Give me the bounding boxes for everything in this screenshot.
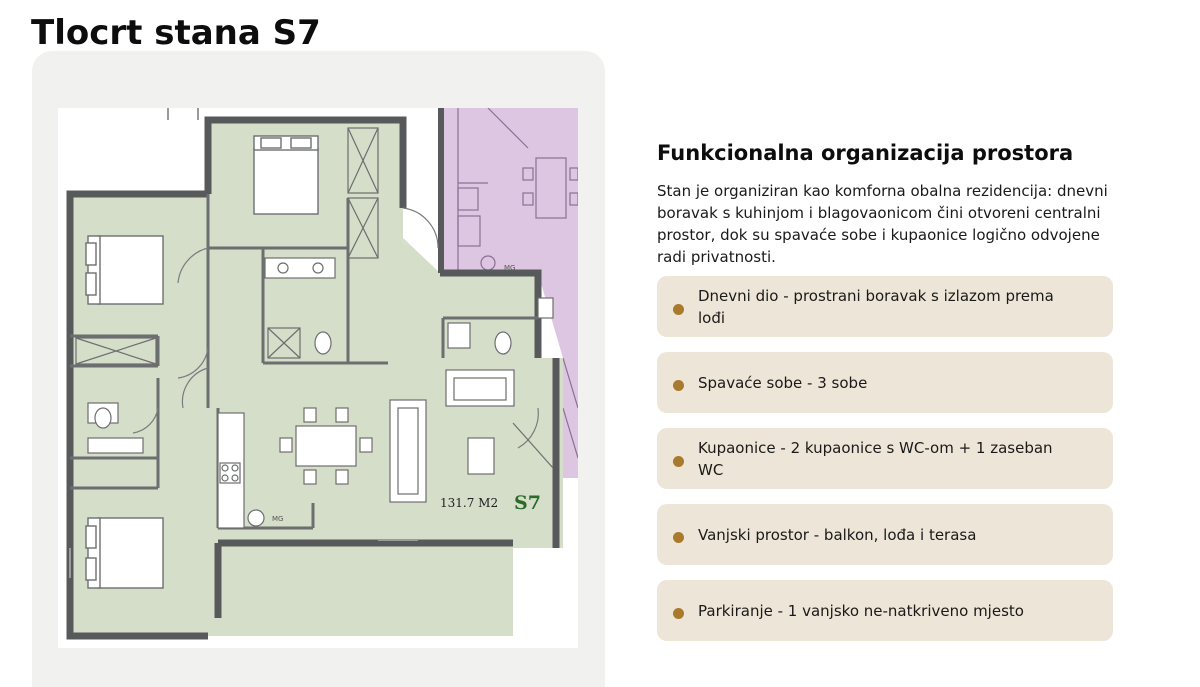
kitchen-appliance-label: MG	[272, 515, 283, 523]
feature-bathrooms: Kupaonice - 2 kupaonice s WC-om + 1 zase…	[657, 428, 1113, 489]
dining-table	[279, 407, 373, 485]
feature-text: Spavaće sobe - 3 sobe	[698, 373, 868, 392]
exterior-walls	[66, 116, 560, 640]
beds	[85, 135, 319, 589]
info-heading: Funkcionalna organizacija prostora	[657, 141, 1074, 165]
door-swings	[132, 207, 539, 449]
bullet-dot	[673, 531, 684, 543]
windows	[69, 108, 418, 578]
party-wall	[438, 108, 444, 273]
wardrobes	[75, 127, 379, 365]
feature-parking: Parkiranje - 1 vanjsko ne-natkriveno mje…	[657, 580, 1113, 641]
feature-text: Parkiranje - 1 vanjsko ne-natkriveno mje…	[698, 601, 1024, 620]
feature-list: Dnevni dio - prostrani boravak s izlazom…	[657, 276, 1113, 641]
area-label: 131.7 M2	[440, 496, 498, 510]
bullet-dot	[673, 607, 684, 619]
bullet-dot	[673, 455, 684, 467]
feature-text: Dnevni dio - prostrani boravak s izlazom…	[698, 286, 1054, 327]
feature-living-area: Dnevni dio - prostrani boravak s izlazom…	[657, 276, 1113, 337]
feature-outdoor-space: Vanjski prostor - balkon, lođa i terasa	[657, 504, 1113, 565]
kitchen-fixtures	[217, 412, 265, 529]
floorplan-image: MG	[58, 108, 578, 648]
bullet-dot	[673, 379, 684, 391]
floorplan-drawing: MG	[66, 108, 578, 640]
neighbor-appliance-label: MG	[504, 264, 515, 272]
living-furniture	[389, 369, 554, 503]
unit-label: S7	[514, 492, 541, 514]
info-description: Stan je organiziran kao komforna obalna …	[657, 182, 1108, 266]
neighbor-unit	[440, 108, 578, 478]
feature-text: Kupaonice - 2 kupaonice s WC-om + 1 zase…	[698, 438, 1053, 479]
bullet-dot	[673, 303, 684, 315]
neighbor-unit-details	[457, 108, 578, 459]
interior-walls	[70, 194, 538, 530]
area-label-box	[436, 486, 500, 512]
bathroom-fixtures	[87, 257, 554, 454]
feature-text: Vanjski prostor - balkon, lođa i terasa	[698, 525, 977, 544]
feature-bedrooms: Spavaće sobe - 3 sobe	[657, 352, 1113, 413]
info-panel: Funkcionalna organizacija prostora Stan …	[657, 138, 1113, 656]
page-title: Tlocrt stana S7	[31, 13, 321, 53]
